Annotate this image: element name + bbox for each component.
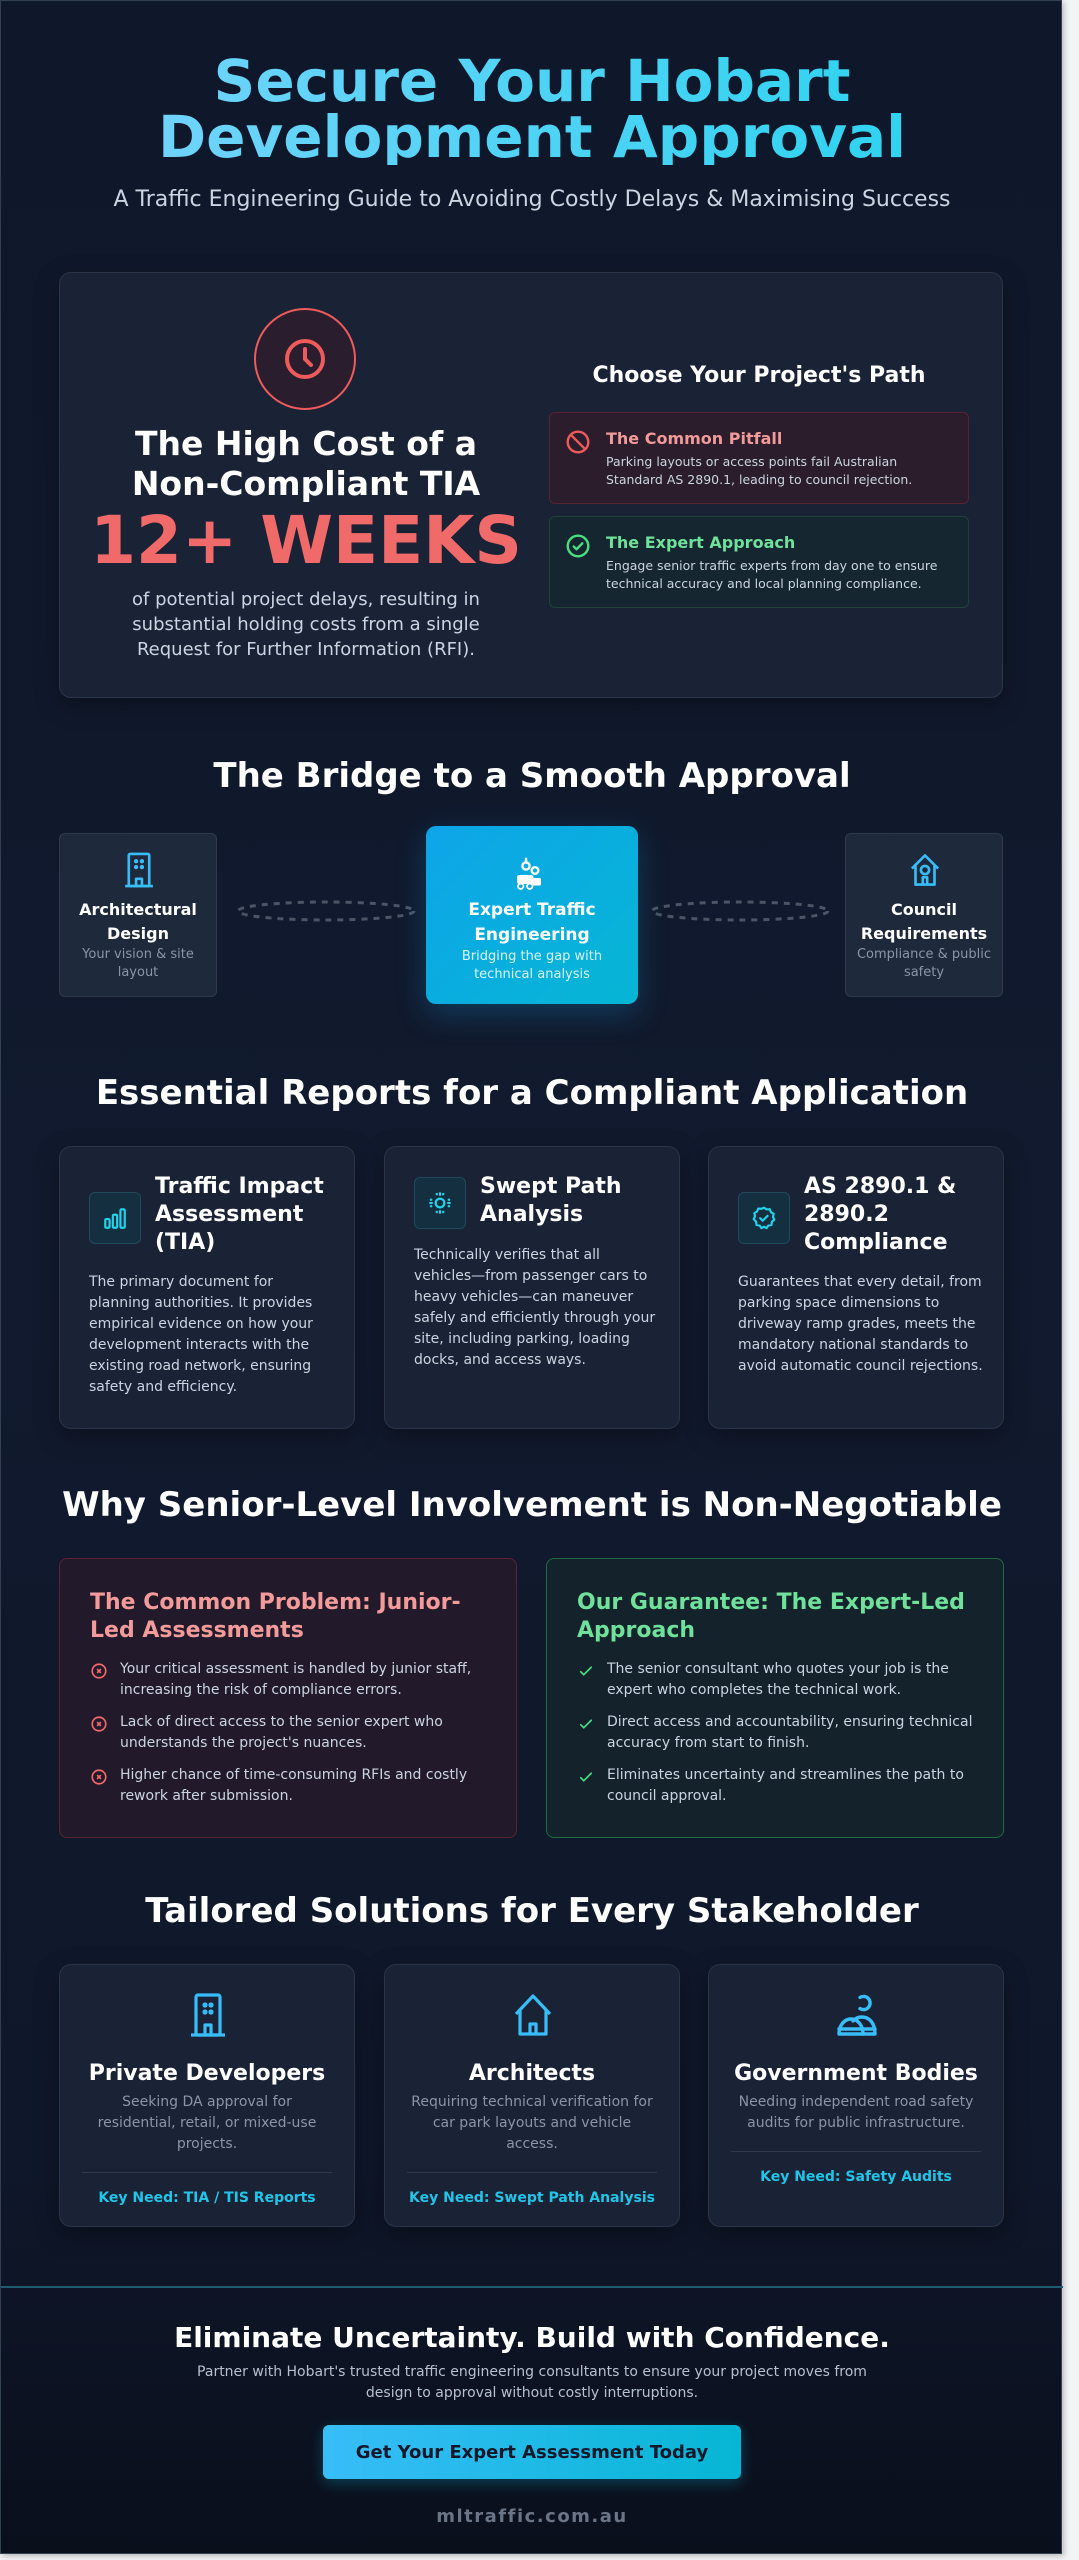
get-assessment-button[interactable]: Get Your Expert Assessment Today [323,2425,741,2479]
bridge-item-expert-traffic-engineering: Expert Traffic Engineering Bridging the … [426,826,638,1004]
hero-heading: The High Cost of a Non-Compliant TIA [131,424,481,503]
expert-approach-box: The Expert Approach Engage senior traffi… [549,516,969,608]
problem-item: Your critical assessment is handled by j… [90,1659,500,1701]
guarantee-item: The senior consultant who quotes your jo… [577,1659,987,1701]
clock-icon [285,339,325,379]
swept-path-icon [429,1192,451,1214]
badge-check-icon [752,1206,776,1230]
stakeholder-title: Government Bodies [734,2061,978,2086]
report-text: Guarantees that every detail, from parki… [738,1274,983,1374]
cta-title: Eliminate Uncertainty. Build with Confid… [174,2321,890,2354]
report-icon-box [738,1192,790,1244]
bridge-item-subtitle: Bridging the gap with technical analysis [461,949,603,982]
report-card-swept-path: Swept Path Analysis Technically verifies… [384,1146,680,1429]
pitfall-title: The Common Pitfall [606,429,783,448]
report-title: Swept Path Analysis [480,1174,622,1227]
title-line-2: Development Approval [157,103,907,171]
report-text: Technically verifies that all vehicles—f… [414,1247,656,1368]
guarantee-title: Our Guarantee: The Expert-Led Approach [577,1590,965,1643]
x-circle-icon [91,1716,107,1732]
check-circle-icon [566,534,590,558]
expert-approach-text: Engage senior traffic experts from day o… [606,558,938,591]
guarantee-item: Eliminates uncertainty and streamlines t… [577,1765,987,1807]
building-icon [191,1993,225,2037]
bridge-item-title: Expert Traffic Engineering [468,900,596,945]
stakeholder-card-government: Government Bodies Needing independent ro… [708,1964,1004,2227]
divider [82,2172,332,2173]
bridge-item-title: Council Requirements [860,900,988,943]
report-text: The primary document for planning author… [89,1274,313,1395]
bridge-section-title: The Bridge to a Smooth Approval [213,756,851,796]
expert-approach-title: The Expert Approach [606,533,796,552]
check-icon [579,1719,593,1729]
divider [407,2172,657,2173]
guarantee-list: The senior consultant who quotes your jo… [577,1659,987,1818]
government-person-icon [837,1994,877,2036]
bar-chart-icon [104,1208,126,1229]
stakeholder-card-architects: Architects Requiring technical verificat… [384,1964,680,2227]
stakeholder-key-need: Key Need: TIA / TIS Reports [98,2190,316,2206]
hero-description: of potential project delays, resulting i… [132,589,480,660]
guarantee-card: Our Guarantee: The Expert-Led Approach T… [546,1558,1004,1838]
problem-item: Higher chance of time-consuming RFIs and… [90,1765,500,1807]
problem-title: The Common Problem: Junior-Led Assessmen… [90,1590,461,1643]
stakeholders-section-title: Tailored Solutions for Every Stakeholder [145,1891,919,1931]
ban-icon [566,430,590,454]
building-icon [125,852,153,888]
problem-list: Your critical assessment is handled by j… [90,1659,500,1818]
stakeholder-card-developers: Private Developers Seeking DA approval f… [59,1964,355,2227]
bridge-item-subtitle: Compliance & public safety [856,947,992,980]
report-icon-box [89,1192,141,1244]
cta-text: Partner with Hobart's trusted traffic en… [197,2364,867,2401]
check-icon [579,1772,593,1782]
dashed-connector-left [236,900,416,922]
delay-stat: 12+ WEEKS [90,502,522,579]
problem-card: The Common Problem: Junior-Led Assessmen… [59,1558,517,1838]
senior-section-title: Why Senior-Level Involvement is Non-Nego… [62,1485,1002,1525]
divider [731,2151,981,2152]
bridge-item-subtitle: Your vision & site layout [82,947,194,980]
clock-badge [254,308,356,410]
stakeholder-text: Seeking DA approval for residential, ret… [97,2094,317,2152]
x-circle-icon [91,1663,107,1679]
guarantee-item: Direct access and accountability, ensuri… [577,1712,987,1754]
stakeholder-key-need: Key Need: Swept Path Analysis [409,2190,655,2206]
dashed-connector-right [650,900,830,922]
footer-divider [1,2286,1063,2288]
report-card-tia: Traffic Impact Assessment (TIA) The prim… [59,1146,355,1429]
traffic-engineering-icon [517,857,541,890]
pitfall-text: Parking layouts or access points fail Au… [606,454,913,487]
stakeholder-title: Private Developers [88,2061,326,2086]
x-circle-icon [91,1769,107,1785]
house-icon [514,1994,552,2036]
stakeholder-key-need: Key Need: Safety Audits [760,2169,952,2185]
problem-item: Lack of direct access to the senior expe… [90,1712,500,1754]
report-title: Traffic Impact Assessment (TIA) [155,1174,324,1255]
page-title: Secure Your Hobart Development Approval [1,53,1063,165]
reports-section-title: Essential Reports for a Compliant Applic… [95,1073,969,1113]
bridge-item-architectural-design: Architectural Design Your vision & site … [59,833,217,997]
report-title: AS 2890.1 & 2890.2 Compliance [804,1174,957,1255]
bridge-item-title: Architectural Design [79,900,197,943]
bridge-item-council-requirements: Council Requirements Compliance & public… [845,833,1003,997]
stakeholder-title: Architects [468,2061,596,2086]
stakeholder-text: Requiring technical verification for car… [411,2094,653,2152]
pitfall-box: The Common Pitfall Parking layouts or ac… [549,412,969,504]
check-icon [579,1666,593,1676]
path-title: Choose Your Project's Path [592,363,926,388]
report-card-as2890: AS 2890.1 & 2890.2 Compliance Guarantees… [708,1146,1004,1429]
council-house-icon [910,854,940,886]
website-link[interactable]: mltraffic.com.au [436,2506,628,2527]
page-subtitle: A Traffic Engineering Guide to Avoiding … [113,187,951,212]
report-icon-box [414,1177,466,1229]
stakeholder-text: Needing independent road safety audits f… [738,2094,974,2131]
